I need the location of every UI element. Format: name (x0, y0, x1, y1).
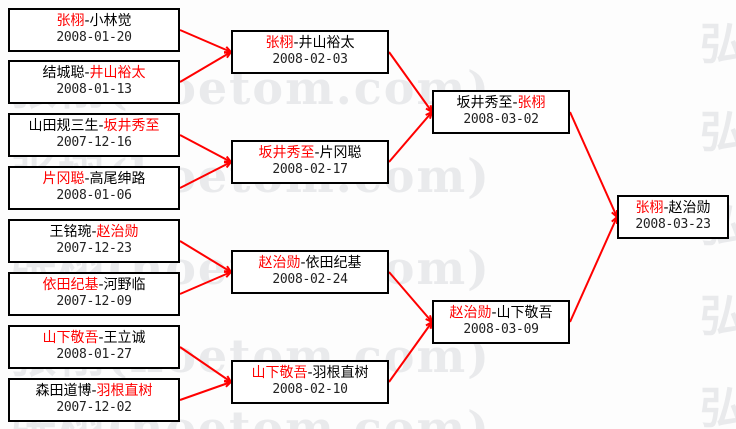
match-players: 张栩-赵治勋 (635, 201, 710, 217)
match-players: 山下敬吾-羽根直树 (251, 366, 368, 382)
player-separator: - (84, 65, 90, 82)
match-date: 2007-12-23 (56, 241, 132, 257)
match-winner: 山下敬吾 (42, 330, 99, 347)
match-date: 2008-01-27 (56, 347, 132, 363)
match-loser: 森田道博 (35, 383, 92, 400)
player-separator: - (512, 95, 518, 112)
match-winner: 赵治勋 (258, 255, 301, 272)
match-players: 坂井秀至-片冈聪 (258, 146, 361, 162)
match-date: 2008-03-09 (463, 322, 539, 338)
match-players: 赵治勋-山下敬吾 (449, 306, 552, 322)
match-players: 结城聪-井山裕太 (42, 66, 145, 82)
player-separator: - (98, 118, 104, 135)
player-separator: - (98, 330, 104, 347)
match-date: 2008-02-03 (272, 52, 348, 68)
match-players: 片冈聪-高尾绅路 (42, 172, 145, 188)
match-date: 2008-01-06 (56, 188, 132, 204)
match-loser: 依田纪基 (305, 255, 362, 272)
match-players: 山下敬吾-王立诚 (42, 331, 145, 347)
match-loser: 小林觉 (89, 13, 132, 30)
match-loser: 羽根直树 (312, 365, 369, 382)
match-players: 坂井秀至-张栩 (456, 96, 545, 112)
match-date: 2008-03-23 (635, 217, 711, 233)
match-players: 张栩-井山裕太 (265, 36, 354, 52)
match-winner: 坂井秀至 (258, 145, 315, 162)
match-loser: 井山裕太 (298, 35, 355, 52)
match-winner: 坂井秀至 (103, 118, 160, 135)
match-date: 2007-12-16 (56, 135, 132, 151)
match-date: 2008-01-13 (56, 82, 132, 98)
player-separator: - (98, 277, 104, 294)
match-loser: 高尾绅路 (89, 171, 146, 188)
player-separator: - (91, 224, 97, 241)
match-players: 依田纪基-河野临 (42, 278, 145, 294)
match-winner: 片冈聪 (42, 171, 85, 188)
player-separator: - (84, 13, 90, 30)
match-winner: 张栩 (265, 35, 294, 52)
match-loser: 坂井秀至 (456, 95, 513, 112)
match-date: 2008-02-10 (272, 382, 348, 398)
match-loser: 山田规三生 (28, 118, 99, 135)
match-loser: 片冈聪 (319, 145, 362, 162)
match-winner: 山下敬吾 (251, 365, 308, 382)
match-loser: 王铭琬 (49, 224, 92, 241)
match-winner: 羽根直树 (96, 383, 153, 400)
player-separator: - (307, 365, 313, 382)
match-loser: 河野临 (103, 277, 146, 294)
match-winner: 张栩 (56, 13, 85, 30)
player-separator: - (91, 383, 97, 400)
match-loser: 山下敬吾 (496, 305, 553, 322)
match-players: 王铭琬-赵治勋 (49, 225, 138, 241)
match-players: 森田道博-羽根直树 (35, 384, 152, 400)
match-loser: 结城聪 (42, 65, 85, 82)
player-separator: - (663, 200, 669, 217)
match-loser: 王立诚 (103, 330, 146, 347)
match-date: 2008-02-17 (272, 162, 348, 178)
match-date: 2007-12-09 (56, 294, 132, 310)
match-players: 山田规三生-坂井秀至 (28, 119, 159, 135)
match-date: 2007-12-02 (56, 400, 132, 416)
match-date: 2008-03-02 (463, 112, 539, 128)
match-date: 2008-02-24 (272, 272, 348, 288)
match-players: 张栩-小林觉 (56, 14, 131, 30)
match-players: 赵治勋-依田纪基 (258, 256, 361, 272)
player-separator: - (314, 145, 320, 162)
match-loser: 赵治勋 (668, 200, 711, 217)
player-separator: - (491, 305, 497, 322)
match-date: 2008-01-20 (56, 30, 132, 46)
player-separator: - (84, 171, 90, 188)
match-winner: 依田纪基 (42, 277, 99, 294)
match-winner: 井山裕太 (89, 65, 146, 82)
player-separator: - (300, 255, 306, 272)
match-winner: 赵治勋 (96, 224, 139, 241)
player-separator: - (293, 35, 299, 52)
match-winner: 赵治勋 (449, 305, 492, 322)
match-winner: 张栩 (517, 95, 546, 112)
match-winner: 张栩 (635, 200, 664, 217)
